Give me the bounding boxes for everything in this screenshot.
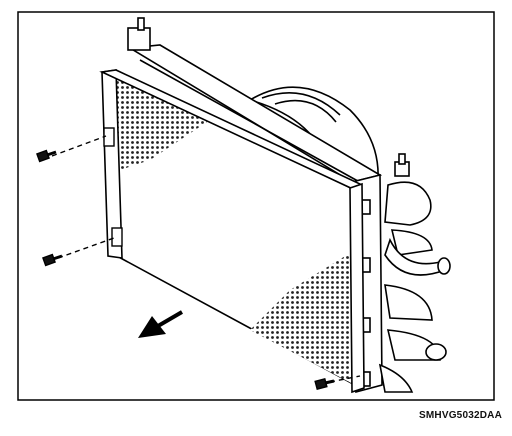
condenser-right-frame: [349, 182, 365, 394]
left-tab-lower: [111, 227, 123, 247]
top-bracket: [127, 27, 151, 51]
condenser: [99, 69, 365, 394]
bolt-upper-left: [36, 149, 57, 163]
drain-fitting: [425, 343, 447, 361]
right-side-hoses: [359, 153, 451, 393]
bolt-lower-right: [314, 377, 335, 391]
figure-code: SMHVG5032DAA: [419, 410, 502, 421]
upper-hose: [384, 181, 432, 226]
removal-direction-arrow: [138, 310, 184, 338]
hose-end-fitting: [437, 257, 451, 275]
bolts: [36, 135, 361, 391]
left-tab-upper: [103, 127, 115, 147]
figure-border: [17, 11, 495, 401]
mesh-lower: [250, 250, 355, 385]
bolt-lower-left: [42, 253, 63, 267]
mesh-upper: [115, 75, 210, 170]
